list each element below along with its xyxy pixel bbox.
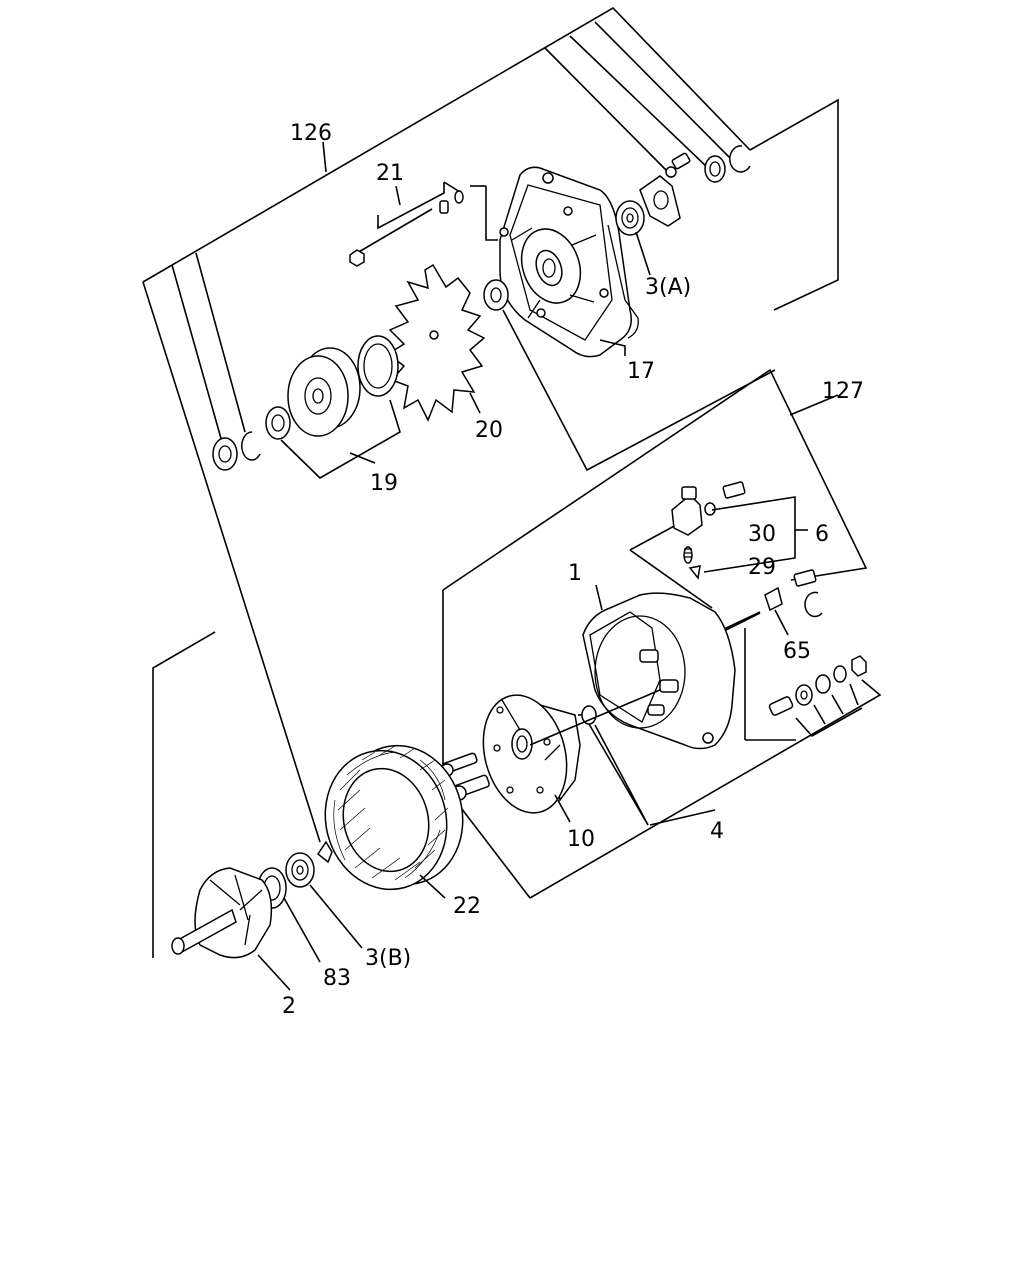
label-21: 21	[376, 161, 404, 186]
label-83: 83	[323, 966, 351, 991]
assembly-126-bracket	[142, 6, 839, 843]
part-17-front-housing	[470, 166, 639, 358]
label-29: 29	[748, 555, 776, 580]
label-6: 6	[815, 522, 829, 547]
label-127: 127	[822, 379, 864, 404]
label-126: 126	[290, 121, 332, 146]
callout-labels: 126 21 3(A) 17 20 19 127 30 6 29 1 65 10…	[282, 121, 864, 1019]
label-30: 30	[748, 522, 776, 547]
label-17: 17	[627, 359, 655, 384]
part-1-rear-housing	[582, 584, 736, 750]
label-65: 65	[783, 639, 811, 664]
label-10: 10	[567, 827, 595, 852]
assembly-4-bracket	[442, 368, 882, 899]
part-19-pulley	[212, 335, 401, 479]
part-10-rectifier	[482, 689, 661, 823]
spacer-washer	[483, 279, 776, 472]
label-1: 1	[568, 561, 582, 586]
label-3a: 3(A)	[645, 275, 691, 300]
part-3b-bearing	[285, 840, 363, 949]
part-21-through-bolt	[349, 181, 464, 267]
rotor-group-bracket	[152, 631, 216, 958]
part-20-fan	[386, 263, 486, 422]
part-22-stator	[324, 744, 464, 899]
label-20: 20	[475, 418, 503, 443]
label-4: 4	[710, 819, 724, 844]
part-2-rotor	[171, 867, 321, 991]
part-6-brush-holder	[629, 481, 808, 609]
label-2: 2	[282, 994, 296, 1019]
part-65-terminal	[721, 569, 823, 636]
label-22: 22	[453, 894, 481, 919]
label-3b: 3(B)	[365, 946, 411, 971]
part-3a-bearing	[615, 145, 751, 276]
label-19: 19	[370, 471, 398, 496]
part-4-hardware	[578, 655, 867, 826]
